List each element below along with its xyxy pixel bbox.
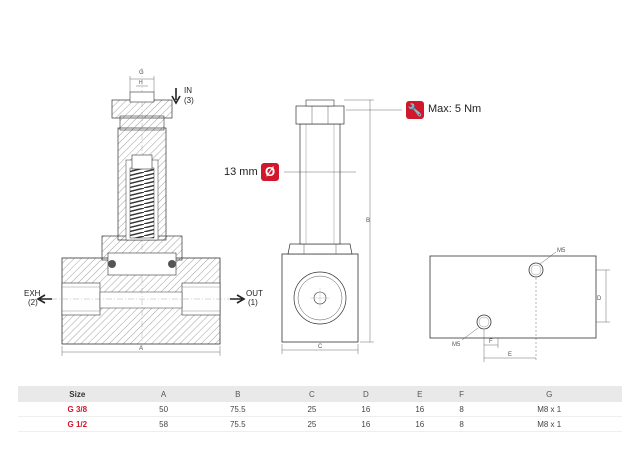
cell-d: 16: [338, 402, 393, 417]
side-view: B C: [281, 99, 402, 354]
section-view: G H IN (3) EXH (2) OUT (1) A: [24, 68, 263, 356]
exh-label: EXH: [24, 289, 41, 298]
cell-f: 8: [446, 416, 477, 432]
table-row: G 3/8 50 75.5 25 16 16 8 M8 x 1: [18, 402, 622, 417]
dim-g-label: G: [139, 70, 144, 76]
dim-c-label: C: [318, 344, 323, 350]
out-arrow-icon: [230, 294, 246, 304]
cell-g: M8 x 1: [476, 402, 622, 417]
cell-g: M8 x 1: [476, 416, 622, 432]
header-c: C: [284, 386, 339, 402]
header-f: F: [446, 386, 477, 402]
dimension-table: Size A B C D E F G G 3/8 50 75.5 25 16 1…: [18, 386, 622, 432]
torque-callout: Max: 5 Nm: [428, 103, 482, 115]
header-b: B: [190, 386, 285, 402]
diameter-icon: Ø: [261, 163, 279, 181]
cell-b: 75.5: [190, 402, 285, 417]
in-port-number: (3): [184, 96, 194, 105]
m5-bottom-label: M5: [452, 342, 461, 348]
cell-b: 75.5: [190, 416, 285, 432]
dim-b-label: B: [366, 218, 370, 224]
cell-d: 16: [338, 416, 393, 432]
cell-e: 16: [392, 416, 447, 432]
header-d: D: [338, 386, 393, 402]
in-label: IN: [184, 86, 192, 95]
header-g: G: [476, 386, 622, 402]
in-arrow-icon: [171, 88, 181, 105]
out-label: OUT: [246, 289, 263, 298]
header-a: A: [136, 386, 191, 402]
cell-e: 16: [392, 402, 447, 417]
bottom-view: M5 M5 D F E: [429, 248, 610, 362]
dim-e-label: E: [508, 352, 512, 358]
table-row: G 1/2 58 75.5 25 16 16 8 M8 x 1: [18, 416, 622, 432]
technical-drawing: G H IN (3) EXH (2) OUT (1) A: [24, 68, 610, 362]
cell-f: 8: [446, 402, 477, 417]
exh-arrow-icon: [36, 294, 52, 304]
diameter-callout: 13 mm: [224, 166, 258, 178]
cell-c: 25: [284, 402, 339, 417]
dim-d-label: D: [597, 296, 602, 302]
cell-a: 50: [136, 402, 191, 417]
dim-h-label: H: [139, 80, 143, 86]
dim-f-label: F: [489, 339, 493, 345]
table-header-row: Size A B C D E F G: [18, 386, 622, 402]
cell-size: G 1/2: [18, 416, 137, 432]
cell-c: 25: [284, 416, 339, 432]
header-size: Size: [18, 386, 137, 402]
m5-top-label: M5: [557, 248, 566, 254]
cell-a: 58: [136, 416, 191, 432]
dim-a-label: A: [139, 346, 143, 352]
cell-size: G 3/8: [18, 402, 137, 417]
out-port-number: (1): [248, 298, 258, 307]
header-e: E: [392, 386, 447, 402]
wrench-icon: 🔧: [406, 101, 424, 119]
exh-port-number: (2): [28, 298, 38, 307]
